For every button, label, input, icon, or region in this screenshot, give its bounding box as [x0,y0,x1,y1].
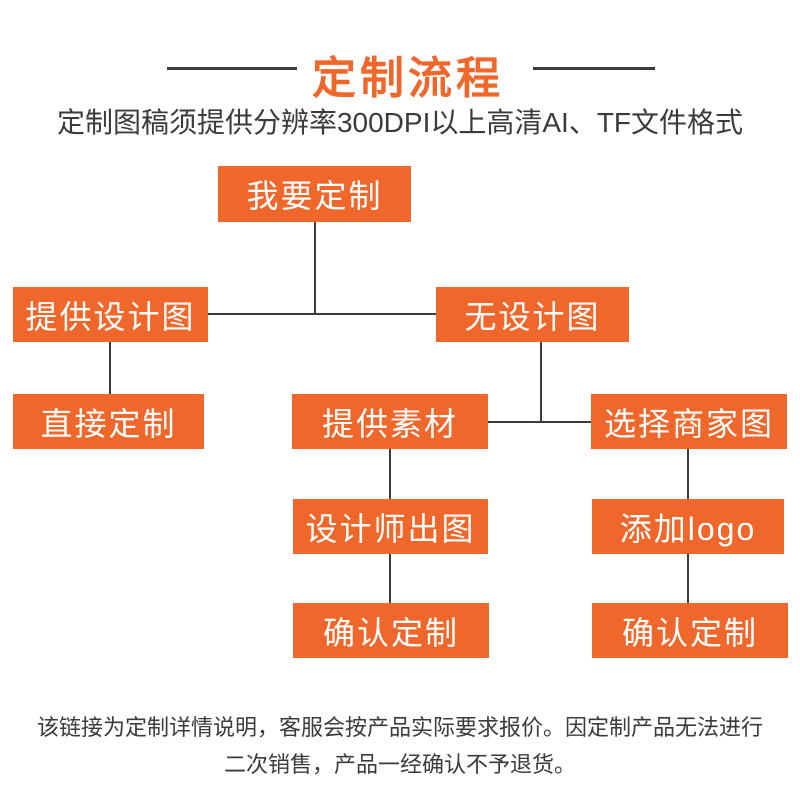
disclaimer-line-1: 该链接为定制详情说明，客服会按产品实际要求报价。因定制产品无法进行 [36,715,763,740]
flow-node-want-custom: 我要定制 [218,166,411,222]
flow-node-designer-draft: 设计师出图 [293,499,488,554]
flow-node-direct-custom: 直接定制 [13,394,204,449]
flow-node-choose-merchant-image: 选择商家图 [591,394,787,449]
flow-connector-line-1 [208,313,436,315]
flow-node-provide-material: 提供素材 [292,394,488,449]
flow-connector-line-4 [488,421,592,423]
custom-order-disclaimer: 该链接为定制详情说明，客服会按产品实际要求报价。因定制产品无法进行 二次销售，产… [0,709,800,783]
file-format-requirement-text: 定制图稿须提供分辨率300DPI以上高清AI、TF文件格式 [56,107,744,138]
title-dash-right [533,67,655,70]
flow-connector-line-7 [389,554,391,603]
flow-node-confirm-custom-right: 确认定制 [592,603,788,658]
flow-connector-line-5 [389,449,391,499]
disclaimer-line-2: 二次销售，产品一经确认不予退货。 [223,752,576,777]
flow-connector-line-6 [687,449,689,499]
flow-node-confirm-custom-left: 确认定制 [293,603,489,658]
flow-connector-line-2 [109,342,111,394]
flow-node-no-design: 无设计图 [436,287,629,342]
flow-connector-line-3 [540,342,542,423]
flow-node-add-logo: 添加logo [592,499,784,554]
flow-connector-line-0 [314,222,316,315]
flow-connector-line-8 [687,554,689,603]
flow-node-provide-design: 提供设计图 [13,287,208,342]
title-dash-left [167,67,297,70]
page-title: 定制流程 [312,54,504,103]
